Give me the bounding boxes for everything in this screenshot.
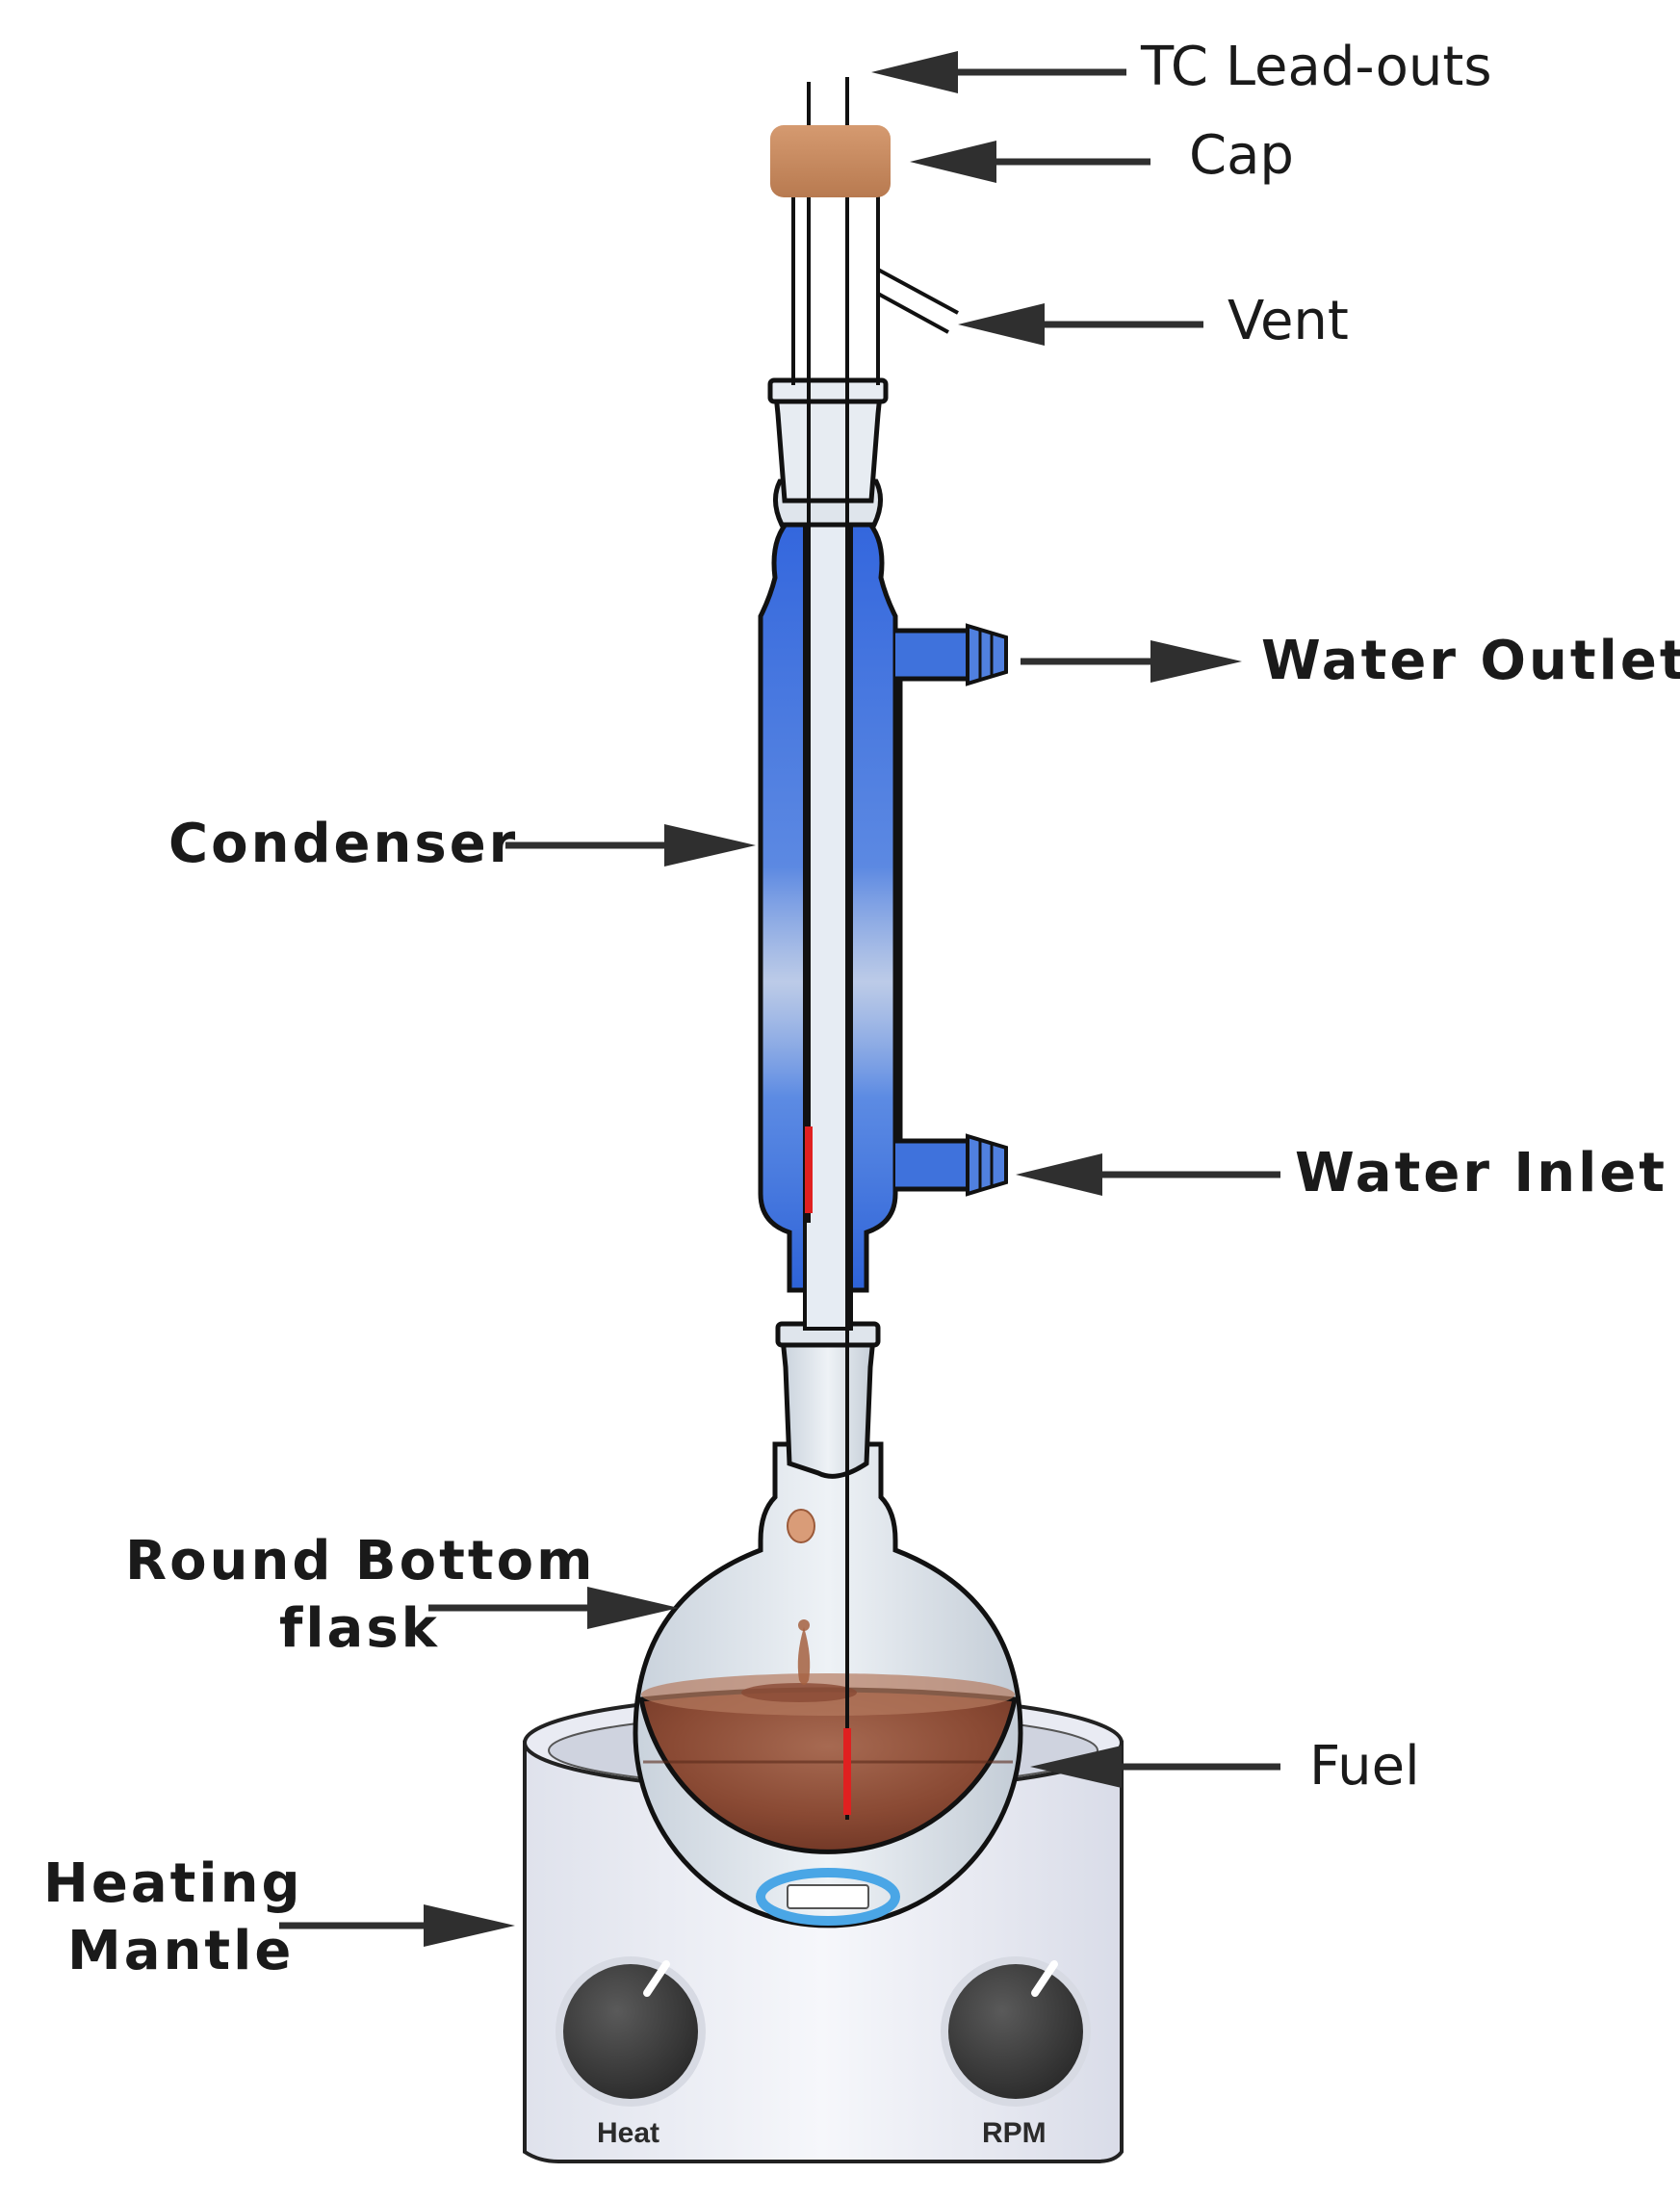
cap-label: Cap bbox=[1189, 124, 1294, 187]
water-outlet-arrow bbox=[1021, 640, 1242, 683]
cap-arrow bbox=[910, 141, 1150, 183]
heating-mantle-label-line2: Mantle bbox=[67, 1920, 294, 1982]
rpm-knob[interactable] bbox=[941, 1956, 1091, 2107]
condenser bbox=[758, 377, 1008, 1479]
condenser-label: Condenser bbox=[168, 813, 518, 875]
tc-leadouts-arrow bbox=[871, 51, 1126, 93]
fuel-label: Fuel bbox=[1309, 1735, 1420, 1798]
condenser-arrow bbox=[505, 824, 756, 867]
vent-label: Vent bbox=[1228, 290, 1349, 352]
stir-bar bbox=[756, 1868, 900, 1926]
heat-knob-label: Heat bbox=[597, 2117, 659, 2149]
thermocouple bbox=[791, 77, 880, 1820]
heat-knob[interactable] bbox=[556, 1956, 706, 2107]
heating-mantle-arrow bbox=[279, 1904, 515, 1947]
vent-tube bbox=[877, 268, 959, 334]
water-inlet-arrow bbox=[1016, 1153, 1280, 1196]
thermocouple-tip-lower bbox=[843, 1728, 851, 1815]
cap bbox=[770, 125, 891, 197]
vent-arrow bbox=[958, 303, 1203, 346]
water-inlet-label: Water Inlet bbox=[1295, 1142, 1667, 1204]
thermocouple-tip-upper bbox=[805, 1126, 813, 1213]
round-bottom-flask-arrow bbox=[428, 1587, 679, 1629]
rpm-knob-label: RPM bbox=[982, 2117, 1047, 2149]
fuel-liquid bbox=[641, 1690, 1015, 1852]
fuel-arrow bbox=[1030, 1746, 1280, 1788]
water-outlet-label: Water Outlet bbox=[1261, 630, 1680, 692]
round-bottom-label-line2: flask bbox=[279, 1597, 440, 1660]
round-bottom-label-line1: Round Bottom bbox=[125, 1530, 595, 1592]
tc-leadouts-label: TC Lead-outs bbox=[1140, 36, 1492, 98]
heating-mantle-label-line1: Heating bbox=[43, 1852, 303, 1915]
round-bottom-flask bbox=[633, 1441, 1023, 1928]
